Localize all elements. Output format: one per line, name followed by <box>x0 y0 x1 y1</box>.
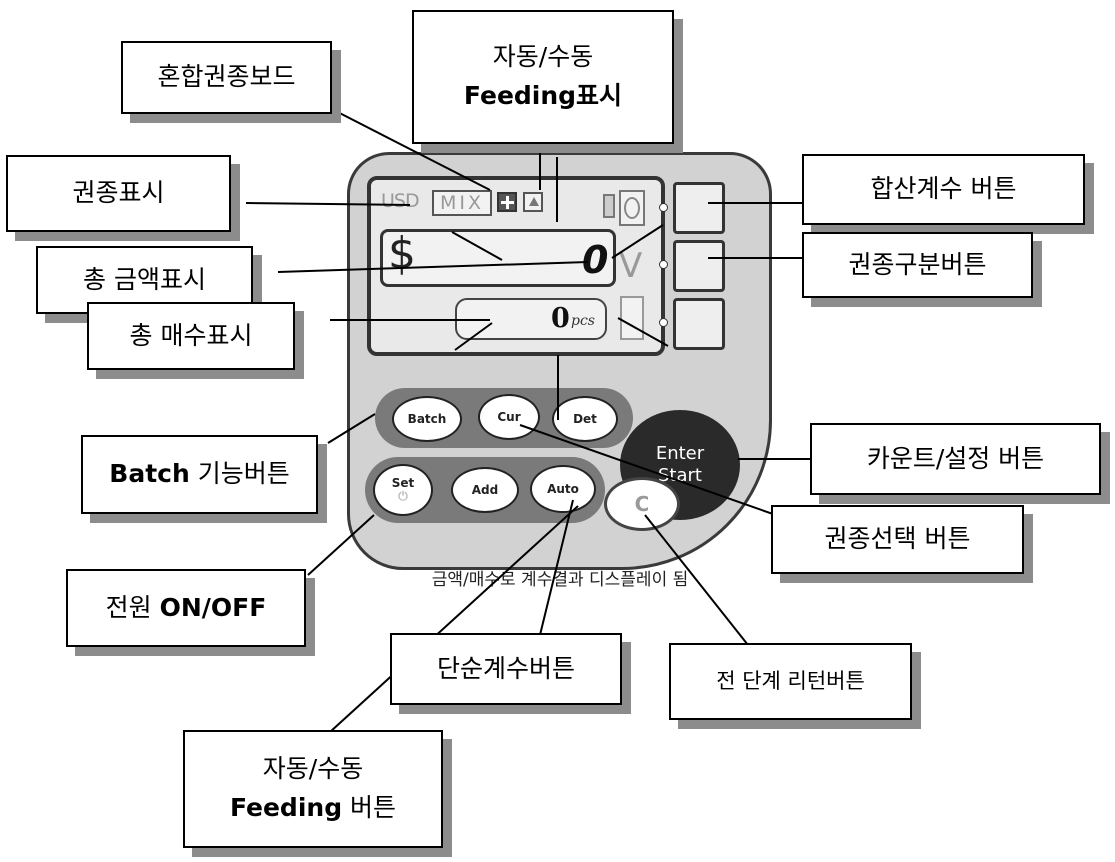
callout-batch-button-bold: Batch <box>109 459 190 489</box>
callout-feeding-display-line2: Feeding표시 <box>463 81 623 110</box>
leader-line <box>611 224 664 259</box>
callout-sum-count-button-text: 합산계수 버튼 <box>870 174 1017 204</box>
count-unit: pcs <box>571 313 595 329</box>
callout-feeding-button-line1: 자동/수동 <box>262 754 364 784</box>
leader-line <box>617 317 669 347</box>
auto-button[interactable]: Auto <box>530 465 596 513</box>
currency-code-indicator: USD <box>381 190 420 212</box>
indicator-dot <box>659 203 668 212</box>
leader-line <box>327 413 376 444</box>
v-indicator: V <box>619 246 643 286</box>
callout-batch-button-text: Batch 기능버튼 <box>109 455 289 494</box>
enter-label: Enter <box>655 442 705 464</box>
callout-power-button-text: 전원 ON/OFF <box>106 589 267 628</box>
leader-line <box>329 505 579 733</box>
callout-count-set-button-text: 카운트/설정 버튼 <box>866 443 1045 473</box>
callout-return-button: 전 단계 리턴버튼 <box>669 643 912 720</box>
leader-line <box>451 231 503 261</box>
leader-line <box>519 424 791 521</box>
cur-button[interactable]: Cur <box>478 394 540 440</box>
callout-feeding-display: 자동/수동 Feeding표시 <box>412 10 674 144</box>
battery-icon <box>603 194 615 218</box>
callout-simple-count-button: 단순계수버튼 <box>390 633 622 705</box>
leader-line <box>307 514 375 576</box>
leader-line <box>245 202 411 206</box>
leader-line <box>454 322 493 351</box>
callout-power-prefix: 전원 <box>105 592 160 622</box>
callout-power-button: 전원 ON/OFF <box>66 569 306 647</box>
callout-feeding-button-line2: Feeding 버튼 <box>230 789 396 828</box>
auto-feed-icon <box>523 192 543 212</box>
callout-feeding-button-bold: Feeding <box>229 793 343 822</box>
clear-return-button[interactable]: C <box>604 477 680 531</box>
power-icon: ⏻ <box>398 489 408 503</box>
callout-mix-board: 혼합권종보드 <box>121 41 332 114</box>
callout-denom-sort-button: 권종구분버튼 <box>802 232 1033 298</box>
indicator-dot <box>659 318 668 327</box>
start-label: Start <box>658 465 702 486</box>
indicator-dot <box>659 260 668 269</box>
callout-currency-select-button-text: 권종선택 버튼 <box>824 524 971 554</box>
plus-icon <box>497 192 517 212</box>
sum-count-button[interactable] <box>673 182 725 234</box>
callout-batch-button: Batch 기능버튼 <box>81 435 318 514</box>
callout-mix-board-text: 혼합권종보드 <box>157 62 296 92</box>
add-button[interactable]: Add <box>451 467 519 513</box>
callout-currency-select-button: 권종선택 버튼 <box>771 505 1024 574</box>
lcd-blank-segment <box>620 296 644 340</box>
callout-currency-display: 권종표시 <box>6 155 231 232</box>
det-button[interactable]: Det <box>552 396 618 442</box>
callout-total-count: 총 매수표시 <box>87 302 295 370</box>
count-digit: 0 <box>551 303 570 334</box>
leader-line <box>277 261 589 273</box>
callout-feeding-display-line1: 자동/수동 <box>492 42 594 72</box>
callout-power-bold: ON/OFF <box>159 592 267 622</box>
display-caption: 금액/매수로 계수결과 디스플레이 됨 <box>431 570 689 590</box>
mix-indicator: MIX <box>432 190 492 216</box>
callout-count-set-button: 카운트/설정 버튼 <box>810 423 1101 495</box>
denomination-sort-button[interactable] <box>673 240 725 292</box>
callout-feeding-button-rest: 버튼 <box>342 793 397 822</box>
callout-return-button-text: 전 단계 리턴버튼 <box>716 669 865 694</box>
leader-line <box>539 499 574 636</box>
currency-symbol: $ <box>388 228 416 279</box>
leader-line <box>319 102 491 191</box>
info-icon <box>619 190 645 226</box>
callout-sum-count-button: 합산계수 버튼 <box>802 154 1085 225</box>
set-label: Set <box>391 475 415 490</box>
callout-simple-count-button-text: 단순계수버튼 <box>436 653 575 683</box>
set-power-button[interactable]: Set ⏻ <box>373 464 433 516</box>
callout-denom-sort-button-text: 권종구분버튼 <box>848 249 987 279</box>
callout-batch-button-rest: 기능버튼 <box>189 459 290 489</box>
callout-currency-display-text: 권종표시 <box>72 178 165 208</box>
callout-feeding-button: 자동/수동 Feeding 버튼 <box>183 730 443 848</box>
amount-digit: 0 <box>582 238 609 282</box>
callout-total-count-text: 총 매수표시 <box>129 320 253 350</box>
leader-line <box>644 514 749 646</box>
callout-total-amount-text: 총 금액표시 <box>83 264 206 294</box>
blank-side-button[interactable] <box>673 298 725 350</box>
batch-button[interactable]: Batch <box>392 396 462 442</box>
